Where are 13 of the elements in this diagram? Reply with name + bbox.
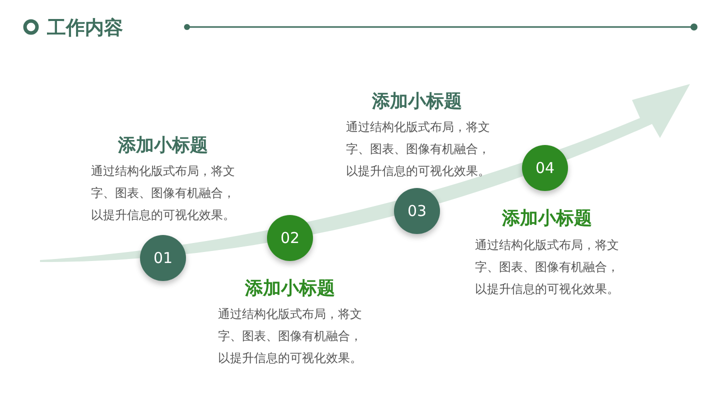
subheading: 添加小标题 [370, 90, 463, 113]
description-text: 通过结构化版式布局，将文字、图表、图像有机融合，以提升信息的可视化效果。 [475, 237, 620, 298]
description-text: 通过结构化版式布局，将文字、图表、图像有机融合，以提升信息的可视化效果。 [218, 306, 363, 367]
subheading: 添加小标题 [500, 207, 593, 230]
step-number-circle: 04 [522, 145, 568, 191]
subheading: 添加小标题 [116, 134, 209, 157]
subheading: 添加小标题 [244, 277, 336, 300]
step-number-circle: 01 [140, 235, 186, 281]
step-number-circle: 03 [394, 188, 440, 234]
description-text: 通过结构化版式布局，将文字、图表、图像有机融合，以提升信息的可视化效果。 [346, 119, 491, 180]
step-number-circle: 02 [267, 215, 313, 261]
title: 工作内容 [47, 16, 123, 41]
description-text: 通过结构化版式布局，将文字、图表、图像有机融合，以提升信息的可视化效果。 [91, 163, 236, 224]
